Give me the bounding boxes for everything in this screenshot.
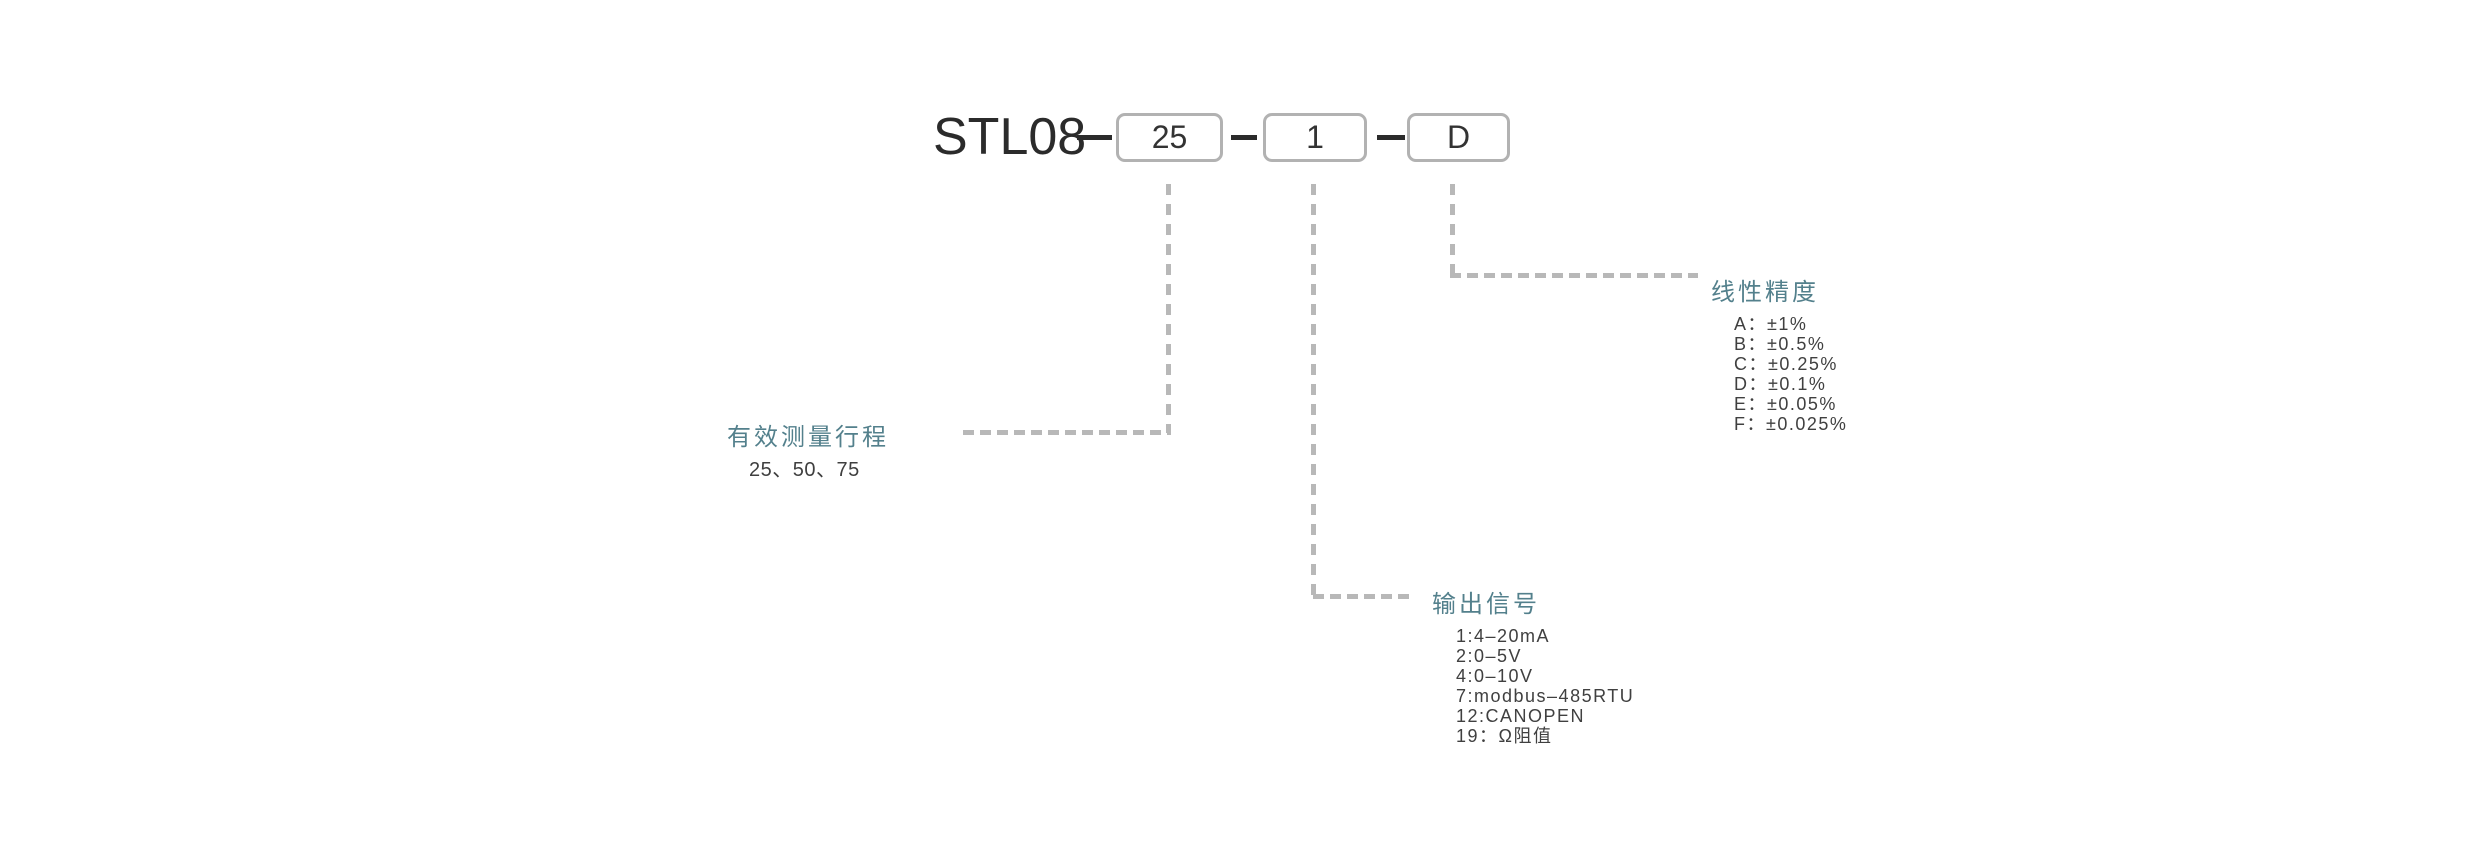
accuracy-option: D：±0.1% — [1734, 374, 1827, 394]
leader-vline-output — [1311, 184, 1316, 597]
accuracy-option: C：±0.25% — [1734, 354, 1838, 374]
connector-dash-3 — [1377, 135, 1405, 140]
legend-title-stroke: 有效测量行程 — [727, 424, 889, 451]
legend-options-output-signal: 1:4–20mA 2:0–5V 4:0–10V 7:modbus–485RTU … — [1456, 626, 1634, 746]
output-option: 12:CANOPEN — [1456, 706, 1586, 726]
code-box-linearity-accuracy: D — [1407, 113, 1510, 162]
output-option: 19：Ω阻值 — [1456, 726, 1553, 746]
code-box-output-signal-value: 1 — [1306, 119, 1324, 155]
accuracy-option: F：±0.025% — [1734, 414, 1848, 434]
legend-title-linearity-accuracy: 线性精度 — [1711, 279, 1819, 306]
accuracy-option: B：±0.5% — [1734, 334, 1826, 354]
accuracy-option: A：±1% — [1734, 314, 1808, 334]
legend-options-linearity-accuracy: A：±1% B：±0.5% C：±0.25% D：±0.1% E：±0.05% … — [1734, 314, 1847, 434]
model-prefix: STL08 — [933, 108, 1087, 166]
code-box-stroke: 25 — [1116, 113, 1223, 162]
output-option: 1:4–20mA — [1456, 626, 1551, 646]
leader-hline-accuracy — [1450, 273, 1698, 278]
output-option: 2:0–5V — [1456, 646, 1523, 666]
legend-title-output-signal: 输出信号 — [1432, 591, 1540, 618]
code-box-stroke-value: 25 — [1151, 119, 1188, 155]
output-option: 7:modbus–485RTU — [1456, 686, 1635, 706]
connector-dash-1 — [1077, 135, 1112, 140]
output-option: 4:0–10V — [1456, 666, 1534, 686]
leader-hline-output — [1313, 594, 1412, 599]
code-box-output-signal: 1 — [1263, 113, 1367, 162]
connector-dash-2 — [1231, 135, 1257, 140]
code-box-linearity-accuracy-value: D — [1446, 119, 1471, 155]
legend-options-stroke: 25、50、75 — [749, 459, 860, 481]
leader-hline-stroke — [963, 430, 1171, 435]
leader-vline-accuracy — [1450, 184, 1455, 277]
accuracy-option: E：±0.05% — [1734, 394, 1837, 414]
leader-vline-stroke — [1166, 184, 1171, 433]
